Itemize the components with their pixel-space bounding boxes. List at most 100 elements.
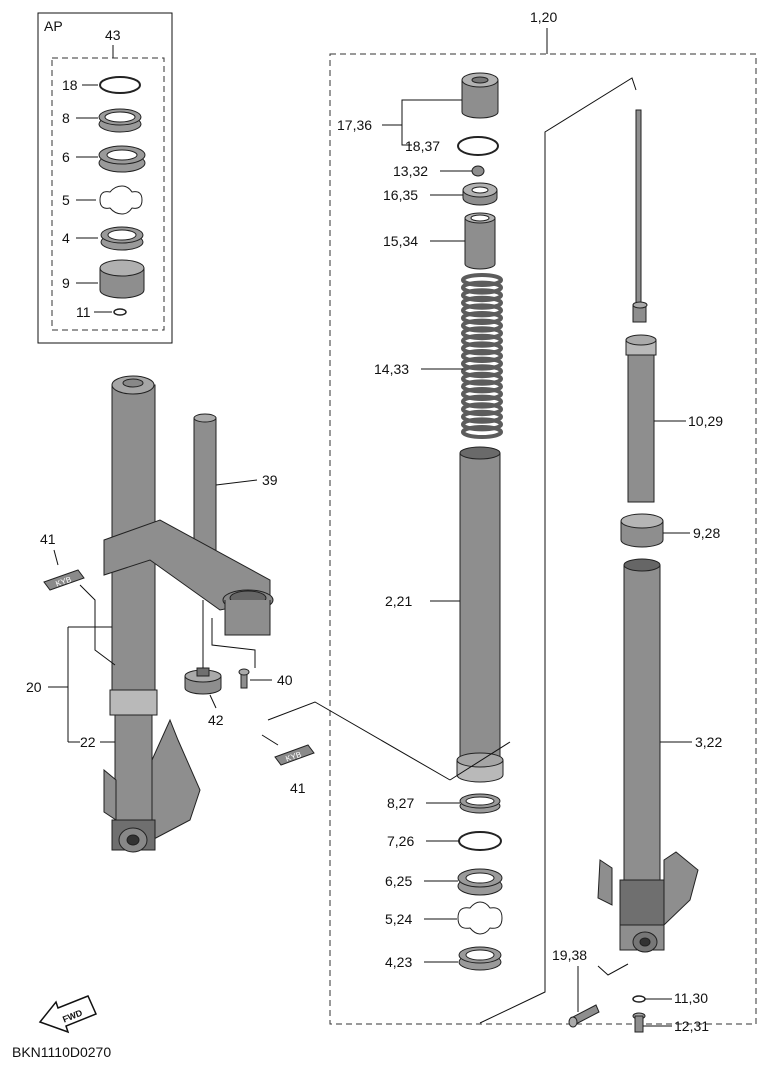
- ap-item-8: 8: [62, 110, 70, 126]
- kyb-decal-center-text: KYB: [285, 750, 303, 764]
- bushing-part: [99, 267, 145, 299]
- leader-41-to-fork: [79, 584, 116, 666]
- washer-11-30: [632, 995, 646, 1003]
- ap-item-18: 18: [62, 77, 78, 93]
- callout-17-36: 17,36: [337, 117, 372, 133]
- o-ring-part: [99, 76, 141, 94]
- callout-13-32: 13,32: [393, 163, 428, 179]
- pinch-bolt-part: [568, 1004, 600, 1028]
- ap-group-ref: 43: [105, 27, 121, 43]
- ap-item-9: 9: [62, 275, 70, 291]
- bracket-20: [67, 626, 112, 743]
- callout-22: 22: [80, 734, 96, 750]
- callout-5-24: 5,24: [385, 911, 412, 927]
- kyb-decal-left: KYB: [43, 569, 85, 591]
- circlip-5-24: [457, 901, 503, 935]
- ap-kit-box: AP 43 18 8 6 5 4 9 11: [37, 12, 173, 344]
- drawing-code: BKN1110D0270: [12, 1044, 111, 1060]
- spring-coil: [461, 387, 503, 401]
- ap-item-11: 11: [76, 304, 91, 320]
- assembly-box: 1,20: [329, 9, 757, 1025]
- assembled-fork-view: [103, 375, 274, 853]
- clamp-bolt-part: [238, 668, 250, 689]
- fork-spring-part: [461, 273, 503, 439]
- spring-coil: [461, 341, 503, 356]
- callout-39: 39: [262, 472, 278, 488]
- spring-coil: [461, 402, 503, 417]
- o-ring-18-37: [457, 136, 499, 156]
- dust-seal-hole: [107, 229, 137, 241]
- drain-bolt-part: [632, 1012, 646, 1033]
- fwd-arrow-icon: FWD: [38, 995, 98, 1034]
- lock-nut-part: [471, 165, 485, 177]
- dust-seal-4-23: [458, 946, 502, 971]
- spring-coil: [461, 371, 503, 386]
- leader-19-38-branch: [597, 963, 629, 976]
- assembly-dashed-frame: [329, 53, 757, 1025]
- leader-41-center: [261, 734, 279, 746]
- spring-coil: [461, 364, 503, 379]
- washer-8-27: [459, 793, 501, 814]
- kyb-decal-center: KYB: [274, 744, 315, 766]
- callout-11-30: 11,30: [674, 990, 708, 1006]
- ap-box-title: AP: [44, 18, 63, 34]
- spacer-part: [464, 212, 496, 270]
- leader-39: [215, 479, 258, 486]
- leader-17-36: [401, 99, 462, 146]
- spring-coil: [461, 273, 503, 287]
- callout-20: 20: [26, 679, 42, 695]
- callout-42: 42: [208, 712, 224, 728]
- spring-coil: [461, 326, 503, 341]
- spring-coil: [461, 303, 503, 318]
- small-washer-part: [113, 308, 127, 316]
- spring-coil: [461, 425, 503, 439]
- callout-15-34: 15,34: [383, 233, 418, 249]
- callout-40: 40: [277, 672, 293, 688]
- o-ring-7-26: [458, 831, 502, 851]
- ap-kit-dashed-frame: [51, 57, 165, 331]
- leader-41-left: [53, 549, 59, 566]
- cap-bolt-part: [461, 72, 499, 119]
- cartridge-group-leader: [479, 77, 637, 1024]
- bushing-top: [99, 259, 145, 277]
- callout-8-27: 8,27: [387, 795, 414, 811]
- spring-coil: [461, 379, 503, 394]
- spring-coil: [461, 288, 503, 303]
- callout-6-25: 6,25: [385, 873, 412, 889]
- spring-coil: [461, 318, 503, 333]
- oil-seal-6-25: [457, 868, 503, 896]
- inner-tube-part: [456, 446, 504, 783]
- ap-box-frame: [37, 12, 173, 344]
- assembly-ref: 1,20: [530, 9, 557, 25]
- spring-coil: [461, 356, 503, 371]
- callout-7-26: 7,26: [387, 833, 414, 849]
- callout-19-38: 19,38: [552, 947, 587, 963]
- spring-coil: [461, 417, 503, 432]
- callout-18-37: 18,37: [405, 138, 440, 154]
- steering-stopper-part: [184, 667, 222, 695]
- callout-9-28: 9,28: [693, 525, 720, 541]
- callout-12-31: 12,31: [674, 1018, 709, 1034]
- callout-4-23: 4,23: [385, 954, 412, 970]
- spring-coil: [461, 280, 503, 295]
- washer-hole: [104, 111, 136, 123]
- callout-16-35: 16,35: [383, 187, 418, 203]
- spring-coil: [461, 394, 503, 409]
- damper-cylinder-part: [625, 334, 657, 503]
- spring-coil: [461, 349, 503, 363]
- outer-tube-part: [597, 558, 699, 953]
- damper-rod-part: [632, 109, 648, 323]
- spring-seat-part: [462, 182, 498, 206]
- spring-coil: [461, 295, 503, 310]
- leader-42: [209, 694, 217, 709]
- ap-item-5: 5: [62, 192, 70, 208]
- ap-item-4: 4: [62, 230, 70, 246]
- ap-item-6: 6: [62, 149, 70, 165]
- spring-coil: [461, 409, 503, 424]
- leader-40-bracket: [211, 618, 256, 668]
- leader-41-center-tube: [449, 741, 511, 781]
- spring-coil: [461, 333, 503, 348]
- callout-41-left: 41: [40, 531, 56, 547]
- oil-seal-hole: [106, 149, 138, 161]
